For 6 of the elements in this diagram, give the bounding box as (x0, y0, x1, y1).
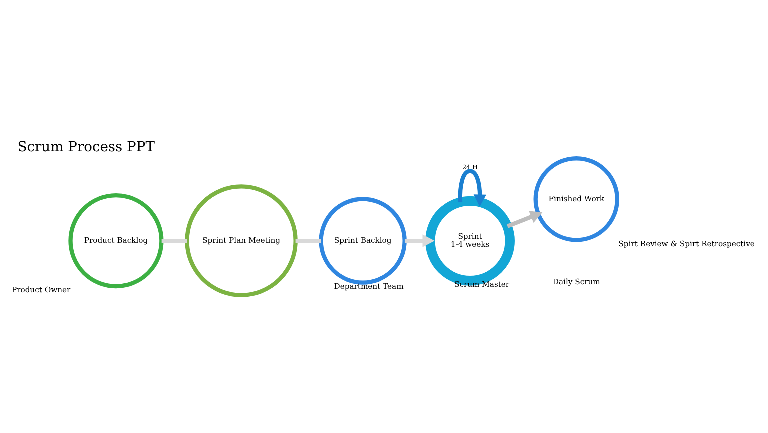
connector (296, 238, 322, 244)
connector (162, 238, 188, 244)
arrow (458, 169, 487, 207)
arrow (506, 211, 543, 228)
diagram-title: Scrum Process PPT (18, 140, 155, 156)
arrow (404, 234, 435, 248)
